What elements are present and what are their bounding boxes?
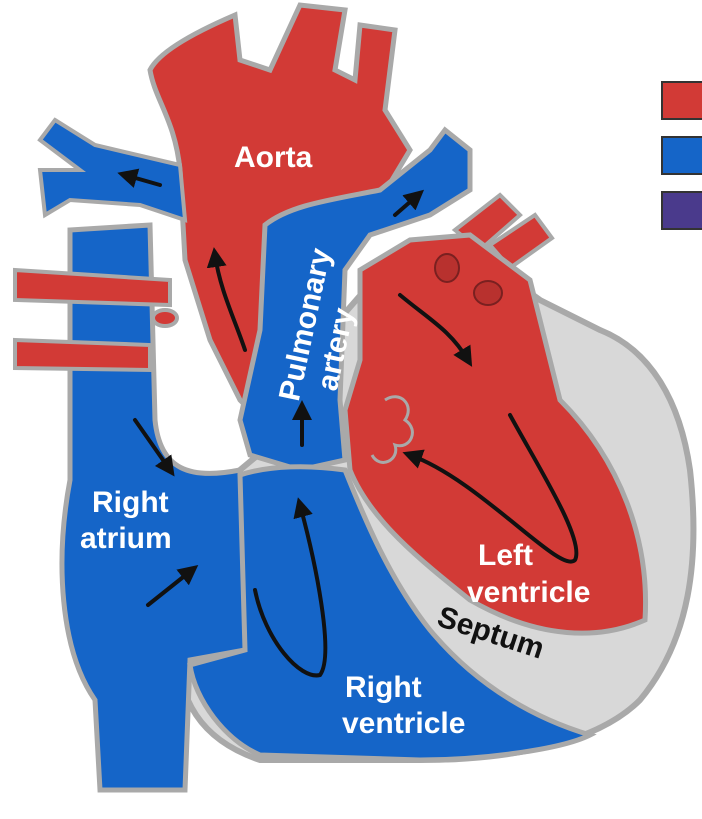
legend-swatch-deoxygenated bbox=[662, 137, 702, 174]
pulmonary-branch-left bbox=[40, 120, 185, 220]
label-left-ventricle-line2: ventricle bbox=[467, 576, 590, 609]
valve-left-2 bbox=[474, 281, 502, 305]
label-right-atrium-line2: atrium bbox=[80, 522, 172, 555]
label-right-ventricle-line1: Right bbox=[345, 671, 422, 704]
legend-swatch-oxygenated bbox=[662, 82, 702, 119]
valve-left-1 bbox=[435, 254, 459, 282]
label-right-ventricle-line2: ventricle bbox=[342, 707, 465, 740]
pulmonary-vein-cap bbox=[153, 310, 177, 326]
label-aorta: Aorta bbox=[234, 141, 313, 174]
pulmonary-vein-lower bbox=[15, 340, 150, 370]
label-right-atrium-line1: Right bbox=[92, 486, 169, 519]
legend-swatch-mixed bbox=[662, 192, 702, 229]
label-left-ventricle-line1: Left bbox=[478, 539, 533, 572]
legend bbox=[662, 82, 702, 229]
